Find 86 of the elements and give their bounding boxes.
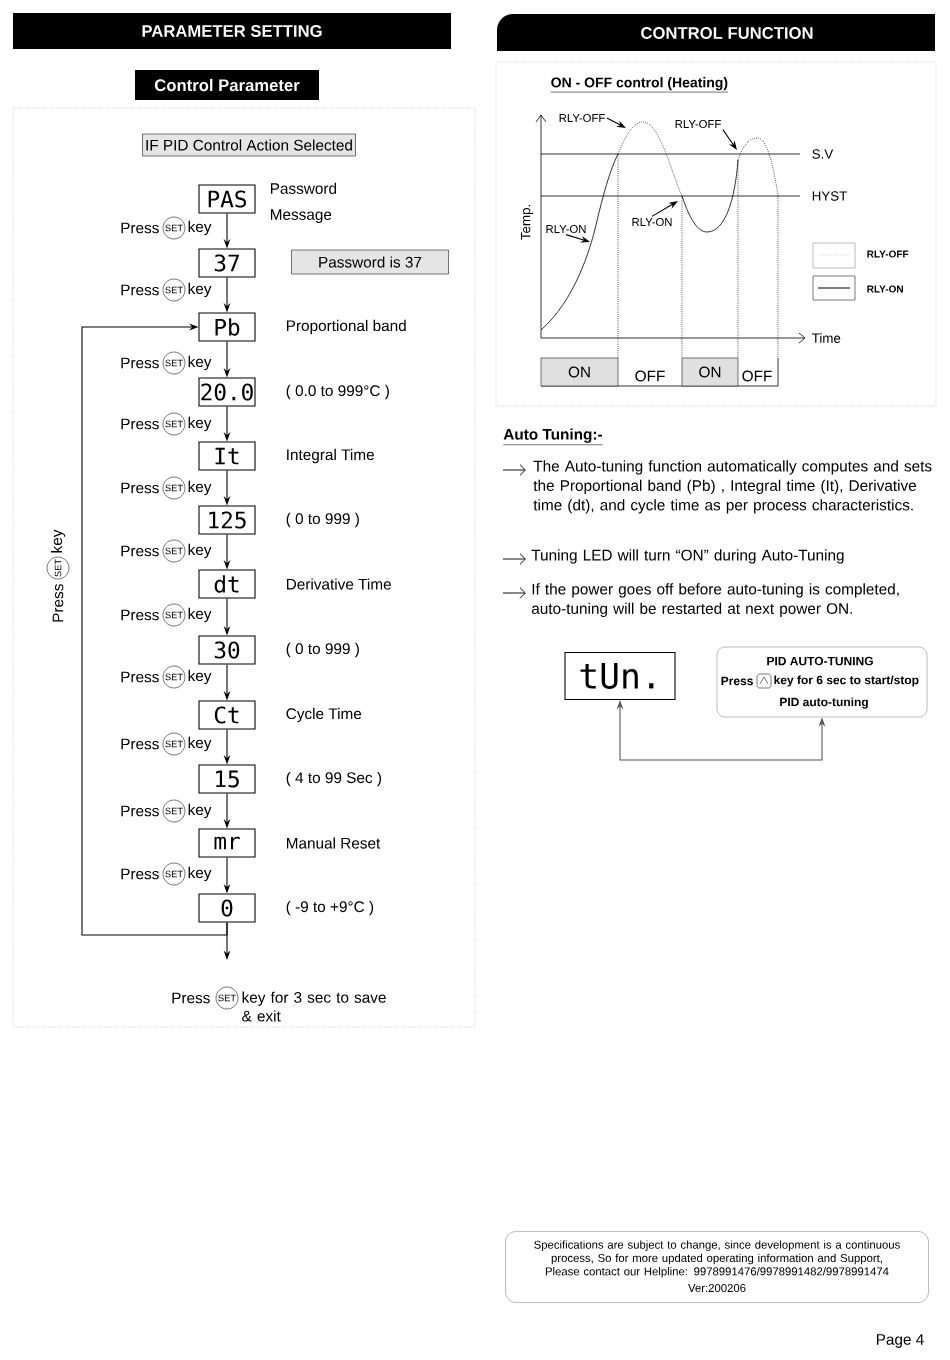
condition-box: IF PID Control Action Selected (142, 133, 356, 157)
box-text: PID auto-tuning (780, 697, 868, 709)
arrow (606, 117, 626, 128)
segment-display: dt (198, 569, 256, 599)
display-caption: Proportional band (286, 319, 406, 335)
display-caption: Password Message (270, 182, 337, 223)
graph-title: ON - OFF control (Heating) (550, 77, 729, 93)
arrow (565, 234, 590, 243)
edge-label: Press (121, 738, 159, 750)
edge-label: Press (121, 545, 159, 557)
graph-label: S.V (812, 149, 834, 159)
key-text: key (188, 282, 212, 298)
segment-display: PAS (198, 184, 256, 214)
graph-label: RLY-ON (546, 225, 586, 233)
segment-display: Pb (198, 312, 256, 342)
key-text: key for 3 sec to save & exit (242, 991, 386, 1022)
footer-text: Specifications are subject to change, since development is a continuous process, So for more updated operating information and Support, Please contact our Helpline: 9978991476/9978991482/9978991474 (534, 1240, 900, 1278)
display-caption: ( 0 to 999 ) (286, 642, 359, 658)
key-text: key (188, 803, 212, 819)
edge-label: Press (121, 357, 159, 369)
edge-label: Press (121, 222, 159, 234)
arrow (651, 201, 678, 217)
key-text: key (188, 607, 212, 623)
display-caption: Manual Reset (286, 837, 381, 849)
edge-label: Press (121, 805, 159, 817)
graph-label: RLY-OFF (675, 120, 721, 128)
header-band: CONTROL FUNCTION (497, 14, 935, 51)
box-text: key for 6 sec to start/stop (774, 675, 919, 687)
relay-state-box: ON (681, 357, 739, 387)
display-caption: ( -9 to +9°C ) (286, 900, 374, 916)
bullet-text: Tuning LED will turn “ON” during Auto-Tuning (531, 549, 844, 564)
relay-state-box: ON (540, 357, 619, 387)
edge-label: Press (172, 992, 210, 1004)
key-text: key (188, 480, 212, 496)
edge-label: Press (121, 284, 159, 296)
arrow (722, 129, 737, 150)
page-number: Page 4 (876, 1334, 924, 1348)
segment-display: tUn. (564, 651, 676, 701)
display-caption: Integral Time (287, 448, 374, 464)
bullet-text: If the power goes off before auto-tuning is completed, auto-tuning will be restarted at next power ON. (531, 583, 899, 618)
graph-label: HYST (812, 191, 847, 201)
version-text: Ver:200206 (688, 1284, 746, 1292)
segment-display: mr (198, 828, 256, 858)
segment-display: Ct (198, 700, 256, 730)
display-caption: ( 0.0 to 999°C ) (286, 384, 389, 400)
key-text: key (188, 543, 212, 559)
key-text: key (188, 669, 212, 685)
segment-display: 125 (198, 505, 256, 535)
note-box: Password is 37 (291, 249, 449, 275)
header-band: PARAMETER SETTING (13, 13, 451, 49)
key-text: key (188, 355, 212, 371)
axis-label: Time (812, 333, 841, 343)
segment-display: 15 (198, 764, 256, 794)
graph-label: RLY-OFF (559, 114, 605, 122)
key-text: key (188, 736, 212, 752)
axis-label: Temp. (521, 205, 533, 240)
graph-label: RLY-ON (632, 218, 672, 226)
key-text: key (50, 529, 66, 553)
display-caption: ( 4 to 99 Sec ) (286, 771, 382, 787)
edge-label: Press (52, 584, 64, 622)
segment-display: It (198, 441, 256, 471)
display-caption: Derivative Time (286, 578, 391, 590)
edge-label: Press (121, 671, 159, 683)
key-text: key (188, 220, 212, 236)
edge-label: Press (121, 609, 159, 621)
section-heading: Auto Tuning:- (503, 428, 603, 445)
segment-display: 30 (198, 635, 256, 665)
edge-label: Press (121, 482, 159, 494)
segment-display: 0 (198, 893, 256, 923)
relay-state-label: OFF (742, 370, 772, 382)
box-heading: PID AUTO-TUNING (767, 656, 873, 666)
legend-text: RLY-ON (867, 285, 903, 293)
edge-label: Press (121, 868, 159, 880)
box-text: Press (721, 676, 753, 686)
display-caption: Cycle Time (286, 707, 362, 723)
relay-state-label: OFF (635, 370, 665, 382)
segment-display: 20.0 (198, 377, 256, 407)
segment-display: 37 (198, 248, 256, 278)
bullet-text: The Auto-tuning function automatically computes and sets the Proportional band (Pb) , Integral time (It), Derivative time (dt), and cycle time as per process characteristics. (533, 460, 932, 514)
key-text: key (188, 866, 212, 882)
arrow (81, 323, 228, 936)
key-text: key (188, 416, 212, 432)
edge-label: Press (121, 418, 159, 430)
header-tab: Control Parameter (135, 70, 319, 100)
display-caption: ( 0 to 999 ) (286, 512, 359, 528)
legend-text: RLY-OFF (867, 250, 909, 258)
